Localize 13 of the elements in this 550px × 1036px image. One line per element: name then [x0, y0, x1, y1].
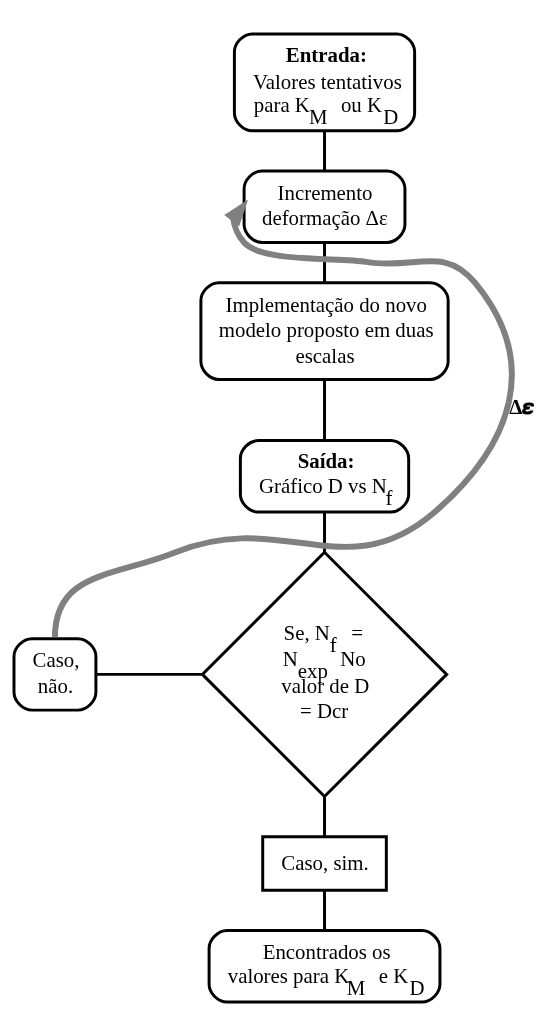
- connector: [323, 379, 326, 441]
- connector: [323, 796, 326, 837]
- connector: [96, 672, 203, 676]
- connector: [323, 512, 326, 552]
- node-box: Implementação do novo modelo proposto em duas escalas: [199, 281, 450, 381]
- node-box: Caso, sim.: [261, 835, 388, 892]
- connector: [323, 890, 326, 931]
- arrow: [51, 199, 515, 638]
- connector: [323, 131, 326, 171]
- node-box: Caso, não.: [12, 637, 98, 712]
- connector: [323, 242, 326, 283]
- edge-label: Δ𝜺: [509, 395, 535, 420]
- node-box: Incremento deformação Δε: [242, 169, 407, 244]
